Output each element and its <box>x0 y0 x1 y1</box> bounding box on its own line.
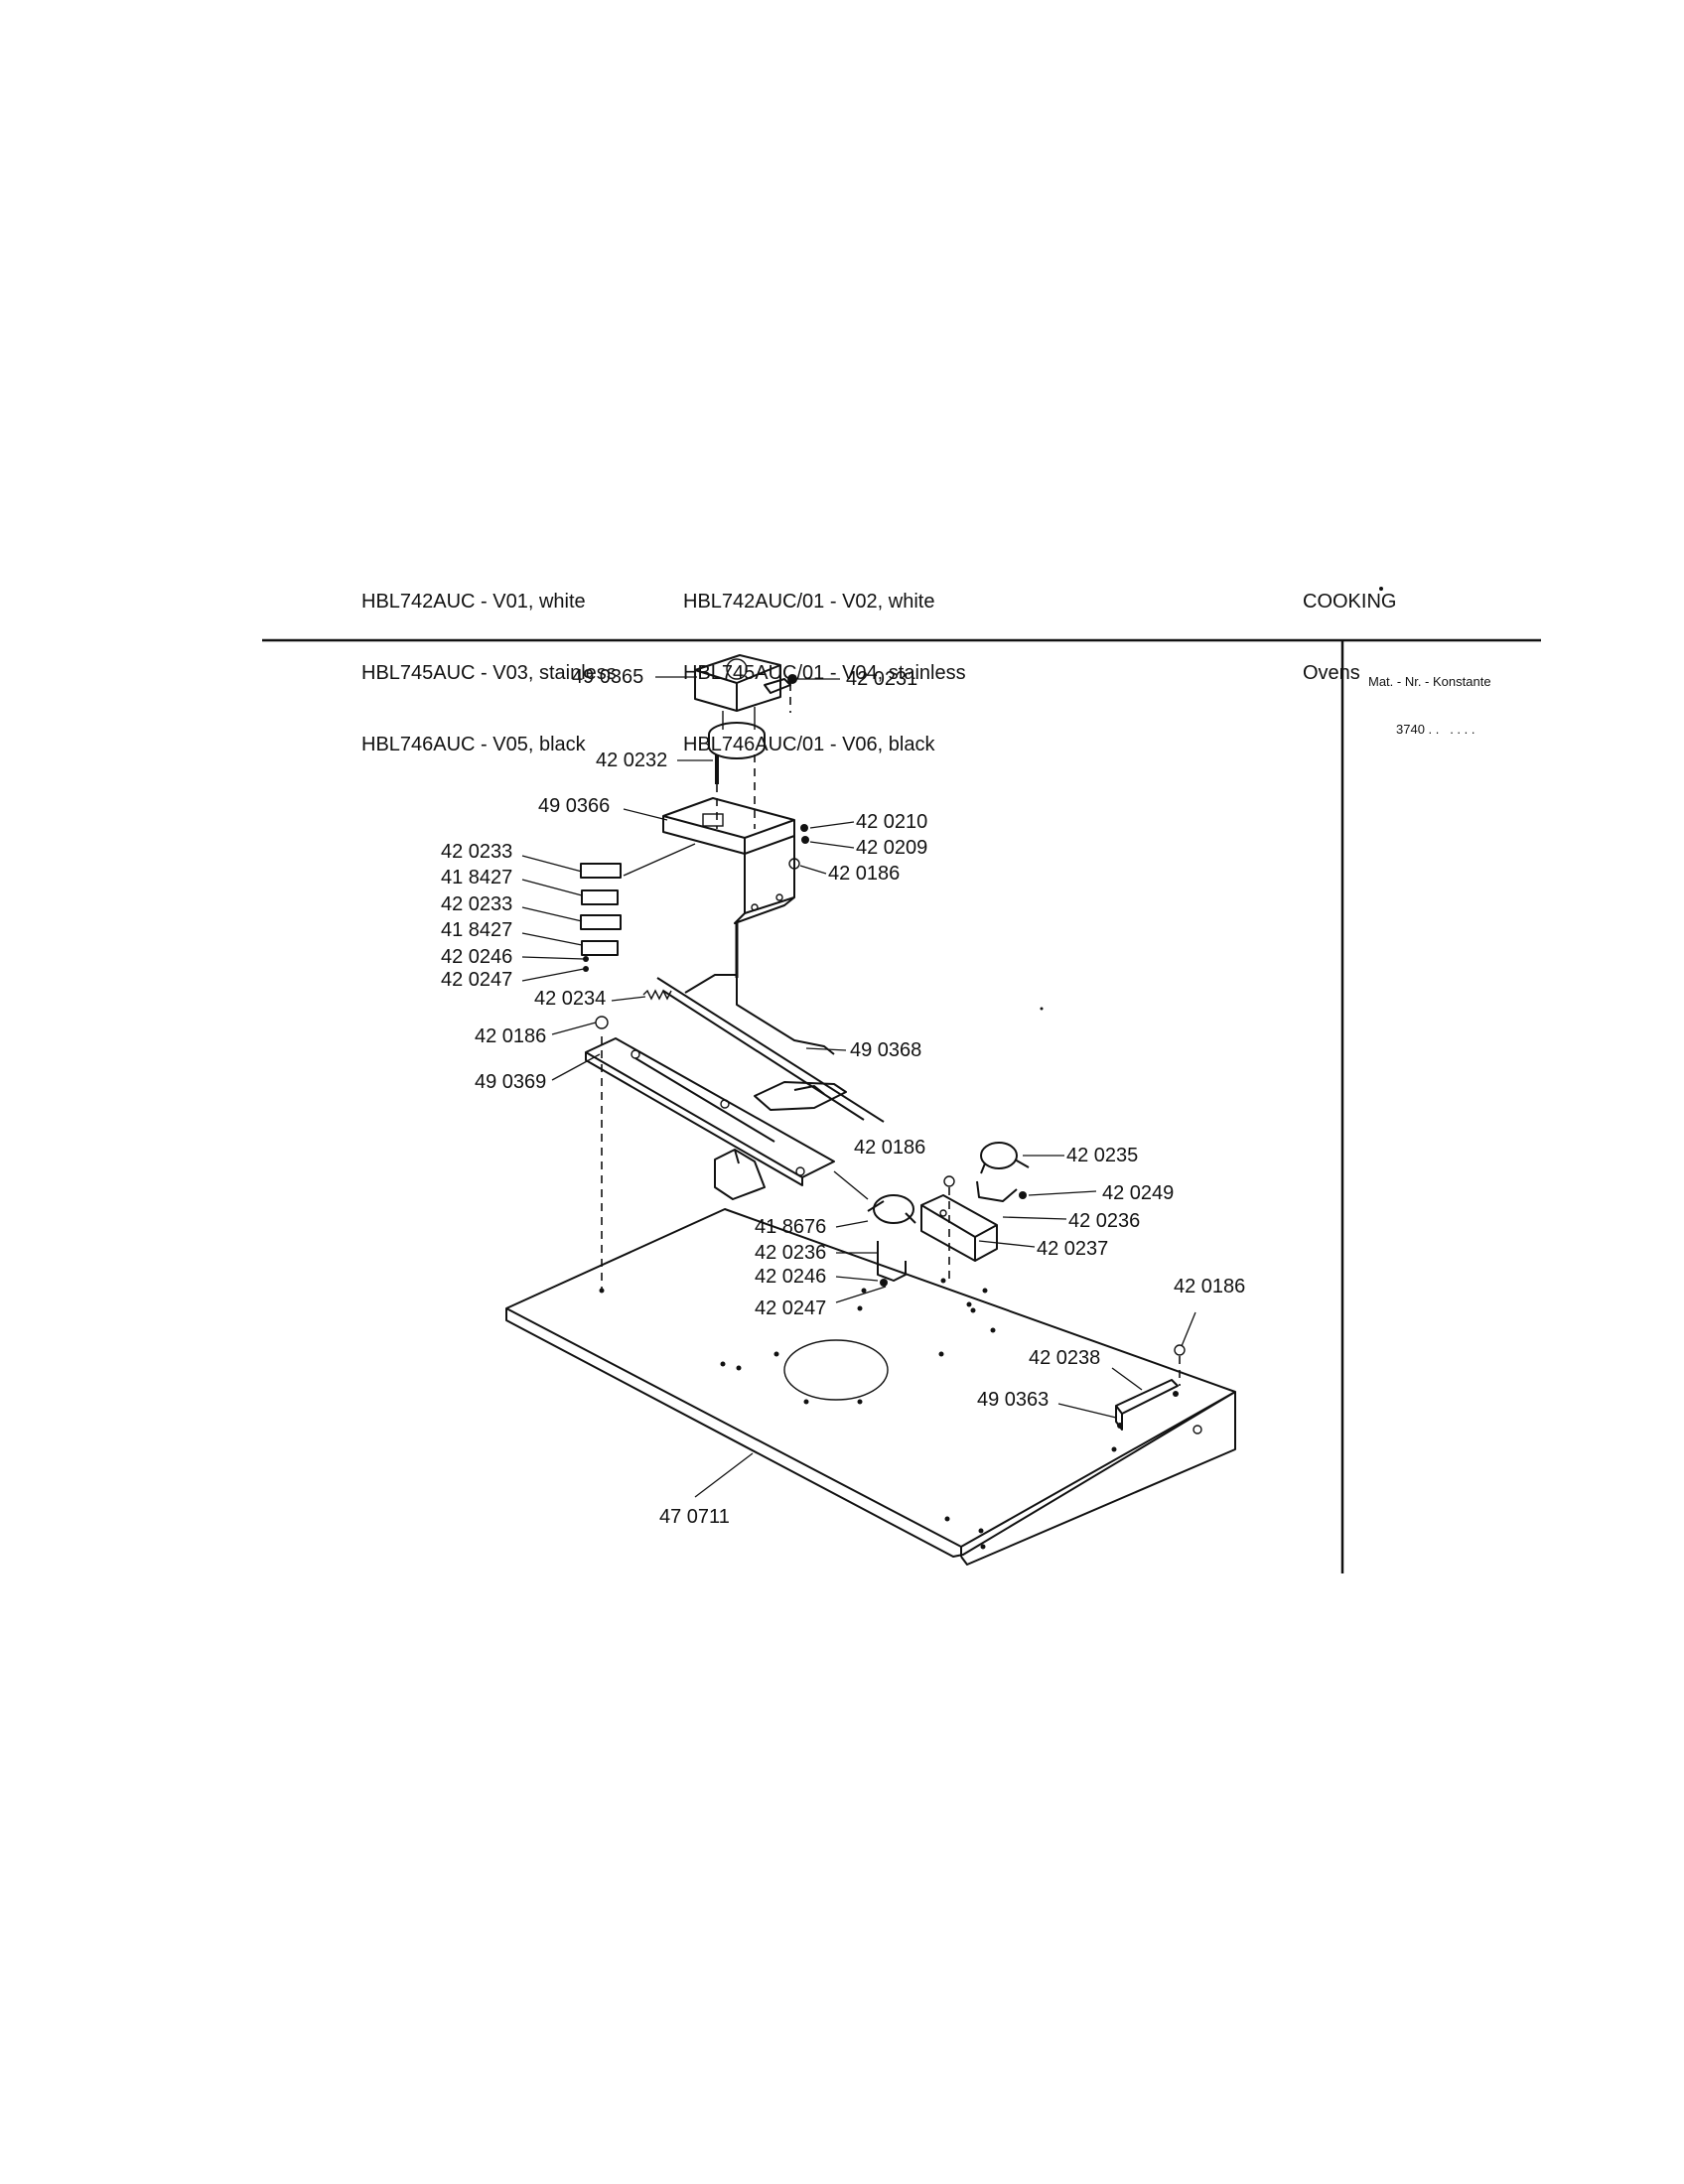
part-label: 41 8427 <box>441 867 512 888</box>
part-label: 42 0247 <box>441 969 512 991</box>
part-label: 42 0246 <box>441 946 512 968</box>
thermostat-part <box>976 1142 1030 1202</box>
screw-part <box>943 1175 955 1187</box>
material-number-box: Mat. - Nr. - Konstante 3740 . . . . . . <box>1368 642 1491 753</box>
part-label: 42 0237 <box>1037 1238 1108 1260</box>
part-label: 42 0232 <box>596 750 667 771</box>
part-label: 49 0369 <box>475 1071 546 1093</box>
model-line: HBL745AUC - V03, stainless <box>361 662 617 684</box>
part-label: 42 0186 <box>1174 1276 1245 1297</box>
nut-part <box>801 836 809 844</box>
part-label: 42 0247 <box>755 1297 826 1319</box>
part-label: 41 8427 <box>441 919 512 941</box>
part-label: 42 0186 <box>828 863 900 885</box>
spring-part <box>642 989 672 1001</box>
part-label: 42 0210 <box>856 811 927 833</box>
material-number-value: 3740 . . . . . . <box>1396 722 1475 737</box>
screw-part <box>787 674 797 684</box>
slide-plate-part <box>585 1037 835 1200</box>
stray-dot <box>1040 1007 1044 1011</box>
connector-line <box>623 843 696 877</box>
screw-part <box>880 1279 888 1287</box>
screw-part <box>1019 1191 1027 1199</box>
screw-part <box>788 858 800 870</box>
part-label: 42 0231 <box>846 668 917 690</box>
model-line: HBL746AUC - V05, black <box>361 734 586 755</box>
part-label: 41 8676 <box>755 1216 826 1238</box>
switch-stack-part <box>580 863 622 972</box>
screw-part <box>1174 1344 1186 1356</box>
part-label: 49 0368 <box>850 1039 921 1061</box>
base-plate-part <box>505 1208 1236 1566</box>
material-number-label: Mat. - Nr. - Konstante <box>1368 674 1491 689</box>
latch-rod-part <box>656 974 885 1123</box>
part-label: 42 0234 <box>534 988 606 1010</box>
screw-part <box>595 1016 609 1029</box>
part-label: 42 0233 <box>441 893 512 915</box>
subcategory-title: Ovens <box>1303 662 1360 684</box>
thermostat-bracket-part <box>920 1194 998 1262</box>
part-label: 42 0236 <box>1068 1210 1140 1232</box>
part-label: 49 0365 <box>572 666 643 688</box>
pointer-line <box>833 1170 869 1200</box>
category-title: COOKING <box>1303 591 1397 613</box>
part-label: 42 0249 <box>1102 1182 1174 1204</box>
part-label: 49 0366 <box>538 795 610 817</box>
part-label: 42 0235 <box>1066 1145 1138 1166</box>
side-bracket-part <box>1115 1379 1179 1431</box>
part-label: 42 0233 <box>441 841 512 863</box>
category-block: COOKING Ovens <box>1303 542 1396 709</box>
motor-unit-part <box>694 654 791 759</box>
part-label: 49 0363 <box>977 1389 1049 1411</box>
part-label: 42 0246 <box>755 1266 826 1288</box>
model-list-left: HBL742AUC - V01, white HBL745AUC - V03, … <box>361 542 617 780</box>
model-line: HBL746AUC/01 - V06, black <box>683 734 935 755</box>
part-label: 42 0209 <box>856 837 927 859</box>
part-label: 42 0186 <box>854 1137 925 1159</box>
leader-lines <box>521 676 1196 1498</box>
part-label: 42 0186 <box>475 1025 546 1047</box>
model-line: HBL742AUC/01 - V02, white <box>683 591 935 613</box>
part-label: 47 0711 <box>659 1506 730 1528</box>
part-label: 42 0236 <box>755 1242 826 1264</box>
washer-part <box>800 824 808 832</box>
motor-bracket-part <box>662 797 795 924</box>
thermostat-part <box>867 1194 916 1282</box>
stray-dot <box>1379 587 1383 591</box>
model-line: HBL742AUC - V01, white <box>361 591 586 613</box>
part-label: 42 0238 <box>1029 1347 1100 1369</box>
